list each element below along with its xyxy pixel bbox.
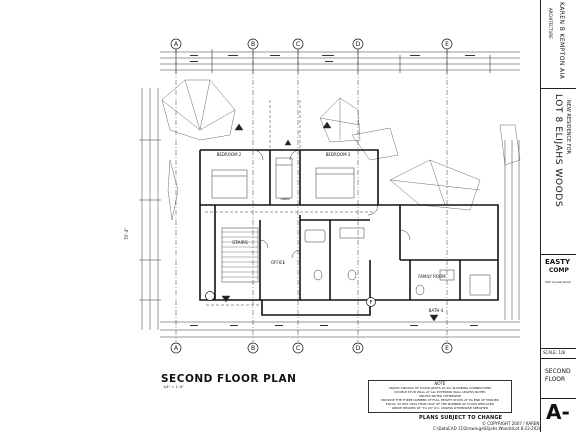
note-heading: NOTE bbox=[434, 381, 446, 386]
title-block-project: NEW RESIDENCE FOR LOT 8 ELIJAHS WOODS bbox=[541, 88, 576, 255]
grid-bubble-d-bottom: D bbox=[356, 345, 361, 352]
sheet-number: A- bbox=[546, 400, 570, 424]
title-block-sheet-number: A- bbox=[541, 398, 576, 432]
note-line: ADJUST SPACING OF FLOOR JOISTS AT ALL PL… bbox=[388, 386, 492, 390]
note-line: DOUBLE STUD WALL AT ALL EXTERIOR WALL UN… bbox=[394, 390, 486, 394]
title-block: KAREN B KEMPTON AIA ARCHITECTURE NEW RES… bbox=[540, 0, 576, 432]
title-block-sheet-title: SECOND FLOOR bbox=[541, 358, 576, 399]
drawing-scale: 1/4" = 1'-0" bbox=[163, 385, 184, 389]
overall-dimension: 70'-4" bbox=[124, 228, 129, 240]
room-label-bedroom-2: BEDROOM 2 bbox=[217, 152, 242, 157]
plans-subject-note: PLANS SUBJECT TO CHANGE bbox=[419, 415, 503, 421]
grid-bubble-b-bottom: B bbox=[251, 345, 255, 352]
room-label-bedroom-3: BEDROOM 3 bbox=[326, 152, 351, 157]
project-line-1: NEW RESIDENCE FOR bbox=[565, 100, 571, 154]
title-block-architect: KAREN B KEMPTON AIA ARCHITECTURE bbox=[541, 0, 576, 89]
builder-subtitle: COMP bbox=[549, 267, 569, 274]
room-label-linen: LINEN bbox=[281, 197, 290, 201]
grid-bubble-d-top: D bbox=[356, 41, 361, 48]
builder-address: 302 Cornell Road bbox=[545, 280, 571, 284]
room-label-stairs: STAIRS bbox=[232, 240, 248, 246]
scale-label: SCALE: 1/8 bbox=[543, 350, 565, 355]
grid-bubble-b-top: B bbox=[251, 41, 255, 48]
drawing-title: SECOND FLOOR PLAN bbox=[161, 373, 297, 385]
note-line: UNLESS NOTED OTHERWISE bbox=[418, 394, 462, 398]
note-line: EQUAL TO NOT LESS THAN HALF OF THE NUMBE… bbox=[386, 402, 494, 406]
title-block-scale: SCALE: 1/8 bbox=[541, 348, 576, 359]
grid-bubble-c-top: C bbox=[296, 41, 300, 48]
general-notes-box: NOTE ADJUST SPACING OF FLOOR JOISTS AT A… bbox=[368, 380, 512, 413]
builder-name: EASTY bbox=[545, 258, 571, 266]
floor-plan-drawing: A B C D E A B C D E F BEDROOM 2 BEDROOM … bbox=[124, 38, 521, 354]
title-block-builder: EASTY COMP 302 Cornell Road bbox=[541, 254, 576, 349]
grid-bubble-e-bottom: E bbox=[445, 345, 449, 352]
note-line: PROVIDE THE THREE NUMBER OF FULL HEIGHT … bbox=[381, 398, 499, 402]
grid-bubble-a-top: A bbox=[174, 41, 179, 48]
architect-subtitle: ARCHITECTURE bbox=[548, 8, 553, 39]
room-label-family-room: FAMILY ROOM bbox=[418, 274, 446, 279]
room-label-bath: BATH 4 bbox=[429, 308, 444, 313]
note-line: ABOVE HEADER 16" TO 24" O.C. UNLESS OTHE… bbox=[391, 406, 489, 410]
grid-bubble-a-bottom: A bbox=[174, 345, 179, 352]
project-line-2: LOT 8 ELIJAHS WOODS bbox=[553, 94, 563, 208]
file-path-text: C:\DataCAD 11\Drawings\Elijahs Woods\Lot… bbox=[433, 426, 542, 431]
room-label-office: OFFICE bbox=[271, 260, 286, 265]
grid-bubble-f: F bbox=[370, 300, 373, 306]
copyright-text: © COPYRIGHT 2007 / KAREN B. bbox=[482, 421, 545, 426]
sheet-title: SECOND FLOOR bbox=[545, 368, 571, 383]
grid-bubble-e-top: E bbox=[445, 41, 449, 48]
architect-name: KAREN B KEMPTON AIA bbox=[558, 2, 565, 80]
grid-bubble-c-bottom: C bbox=[296, 345, 300, 352]
